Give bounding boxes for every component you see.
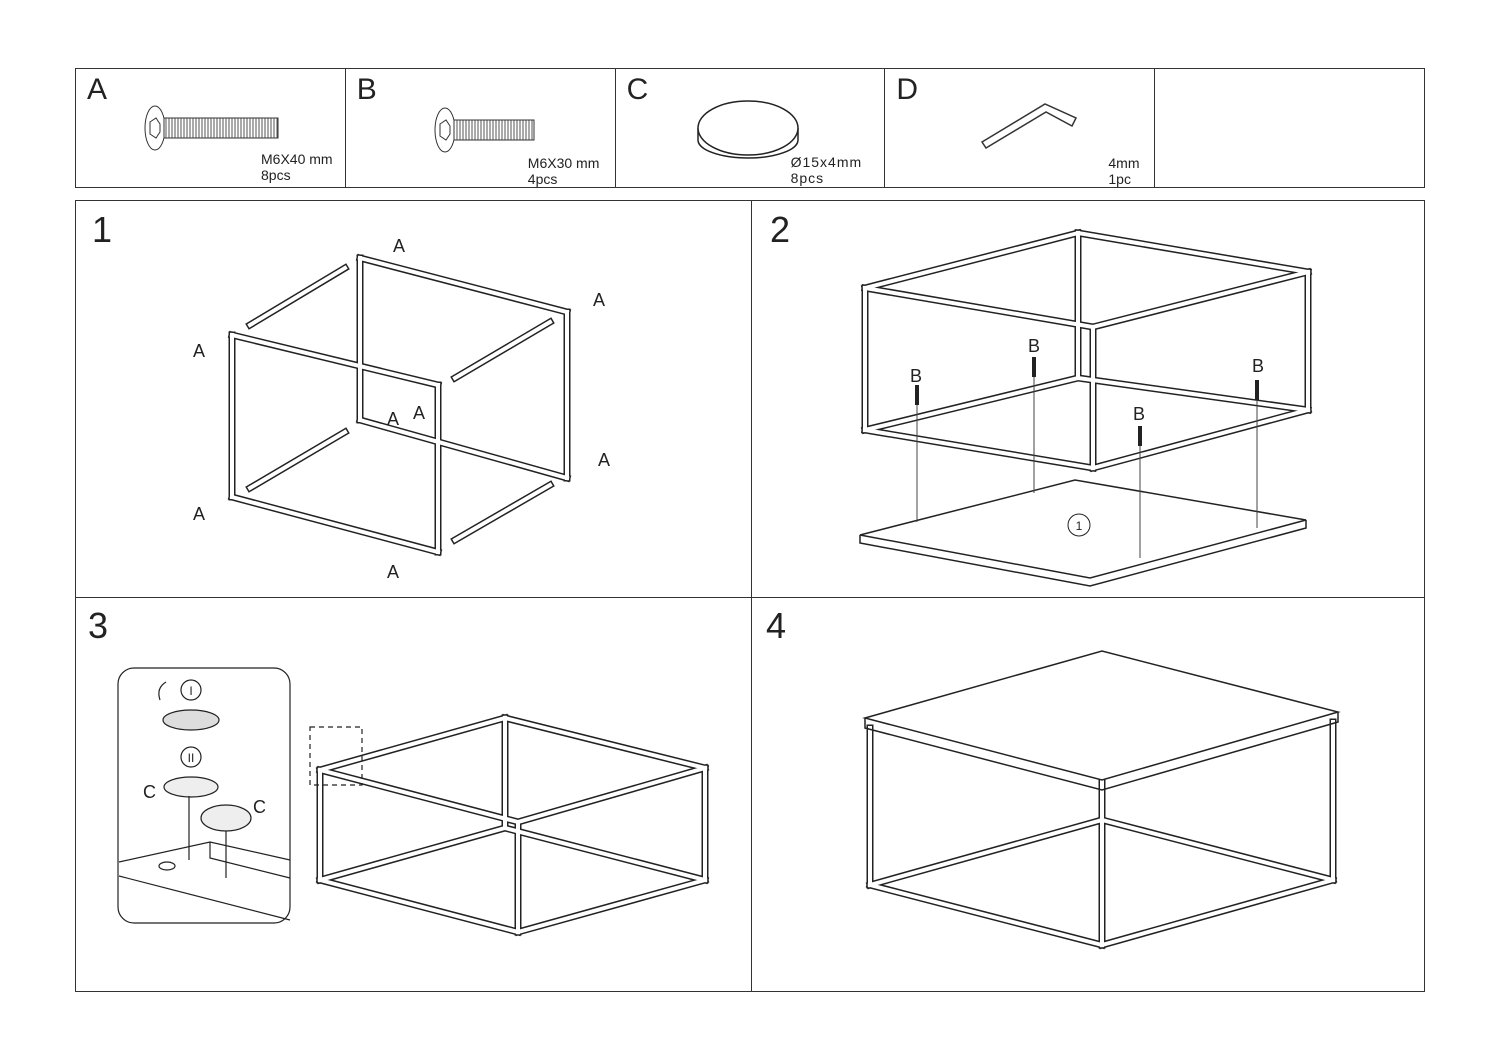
frame-tube — [317, 715, 508, 773]
screw-b-icon — [1032, 357, 1036, 377]
frame-tube — [229, 494, 441, 555]
part-callout: A — [598, 450, 610, 470]
screw-b-icon — [915, 385, 919, 405]
frame-tube — [862, 375, 1081, 433]
frame-tube — [357, 255, 570, 315]
frame-tube — [867, 817, 1105, 888]
step-number-2: 2 — [770, 209, 791, 250]
divider — [76, 597, 1424, 598]
part-callout: B — [1133, 404, 1145, 424]
frame-tube — [229, 332, 441, 388]
frame-tube — [1075, 230, 1311, 275]
part-callout: B — [1252, 356, 1264, 376]
step-number-4: 4 — [766, 605, 787, 646]
frame-tubes — [227, 228, 1338, 950]
svg-text:1: 1 — [1076, 519, 1083, 533]
screw-long-icon — [144, 105, 279, 151]
frame-tube — [862, 230, 1081, 291]
part-callout: A — [593, 290, 605, 310]
board-marker — [1067, 513, 1091, 537]
part-callout: A — [393, 236, 405, 256]
svg-text:II: II — [188, 751, 195, 765]
frame-tube — [862, 427, 1096, 471]
assembly-steps: 1 2 3 4 — [75, 200, 1425, 992]
screw-b-icon — [1255, 380, 1259, 400]
part-letter: B — [356, 73, 377, 106]
felt-pad-inset — [117, 667, 363, 924]
part-callout: A — [387, 409, 399, 429]
allen-key-icon — [980, 103, 1078, 150]
part-callout: A — [193, 341, 205, 361]
frame-tube — [862, 285, 1096, 330]
step-number-3: 3 — [88, 605, 109, 646]
part-callout: B — [910, 366, 922, 386]
frame-tube — [317, 825, 508, 883]
frame-tube — [1099, 877, 1336, 948]
svg-text:I: I — [189, 684, 192, 698]
part-letter: A — [87, 73, 108, 106]
table-top — [862, 650, 1341, 781]
screw-short-icon — [434, 107, 535, 153]
frame-tube — [317, 767, 521, 825]
svg-text:C: C — [143, 782, 156, 802]
frame-tube — [247, 429, 348, 491]
part-callout: A — [387, 562, 399, 582]
part-callout: A — [413, 403, 425, 423]
frame-tube — [1090, 407, 1311, 471]
frame-tube — [317, 877, 521, 935]
frame-tube — [357, 417, 570, 481]
frame-tube — [515, 877, 708, 935]
part-letter: C — [626, 73, 649, 106]
part-callout: B — [1028, 336, 1040, 356]
frame-tube — [1090, 269, 1311, 330]
felt-pad-icon — [697, 100, 799, 159]
frame-tube — [1099, 817, 1336, 883]
frame-tube — [502, 715, 708, 771]
frame-tube — [502, 825, 708, 883]
frame-tube — [515, 765, 708, 825]
frame-tube — [452, 482, 553, 543]
step-number-1: 1 — [92, 209, 113, 250]
divider — [751, 201, 752, 991]
frame-tube — [1075, 375, 1311, 413]
frame-tube — [452, 319, 553, 381]
frame-tube — [247, 265, 348, 328]
part-letter: D — [896, 73, 919, 106]
screw-b-icon — [1138, 426, 1142, 446]
svg-text:C: C — [253, 797, 266, 817]
frame-tube — [867, 882, 1105, 948]
part-callout: A — [193, 504, 205, 524]
